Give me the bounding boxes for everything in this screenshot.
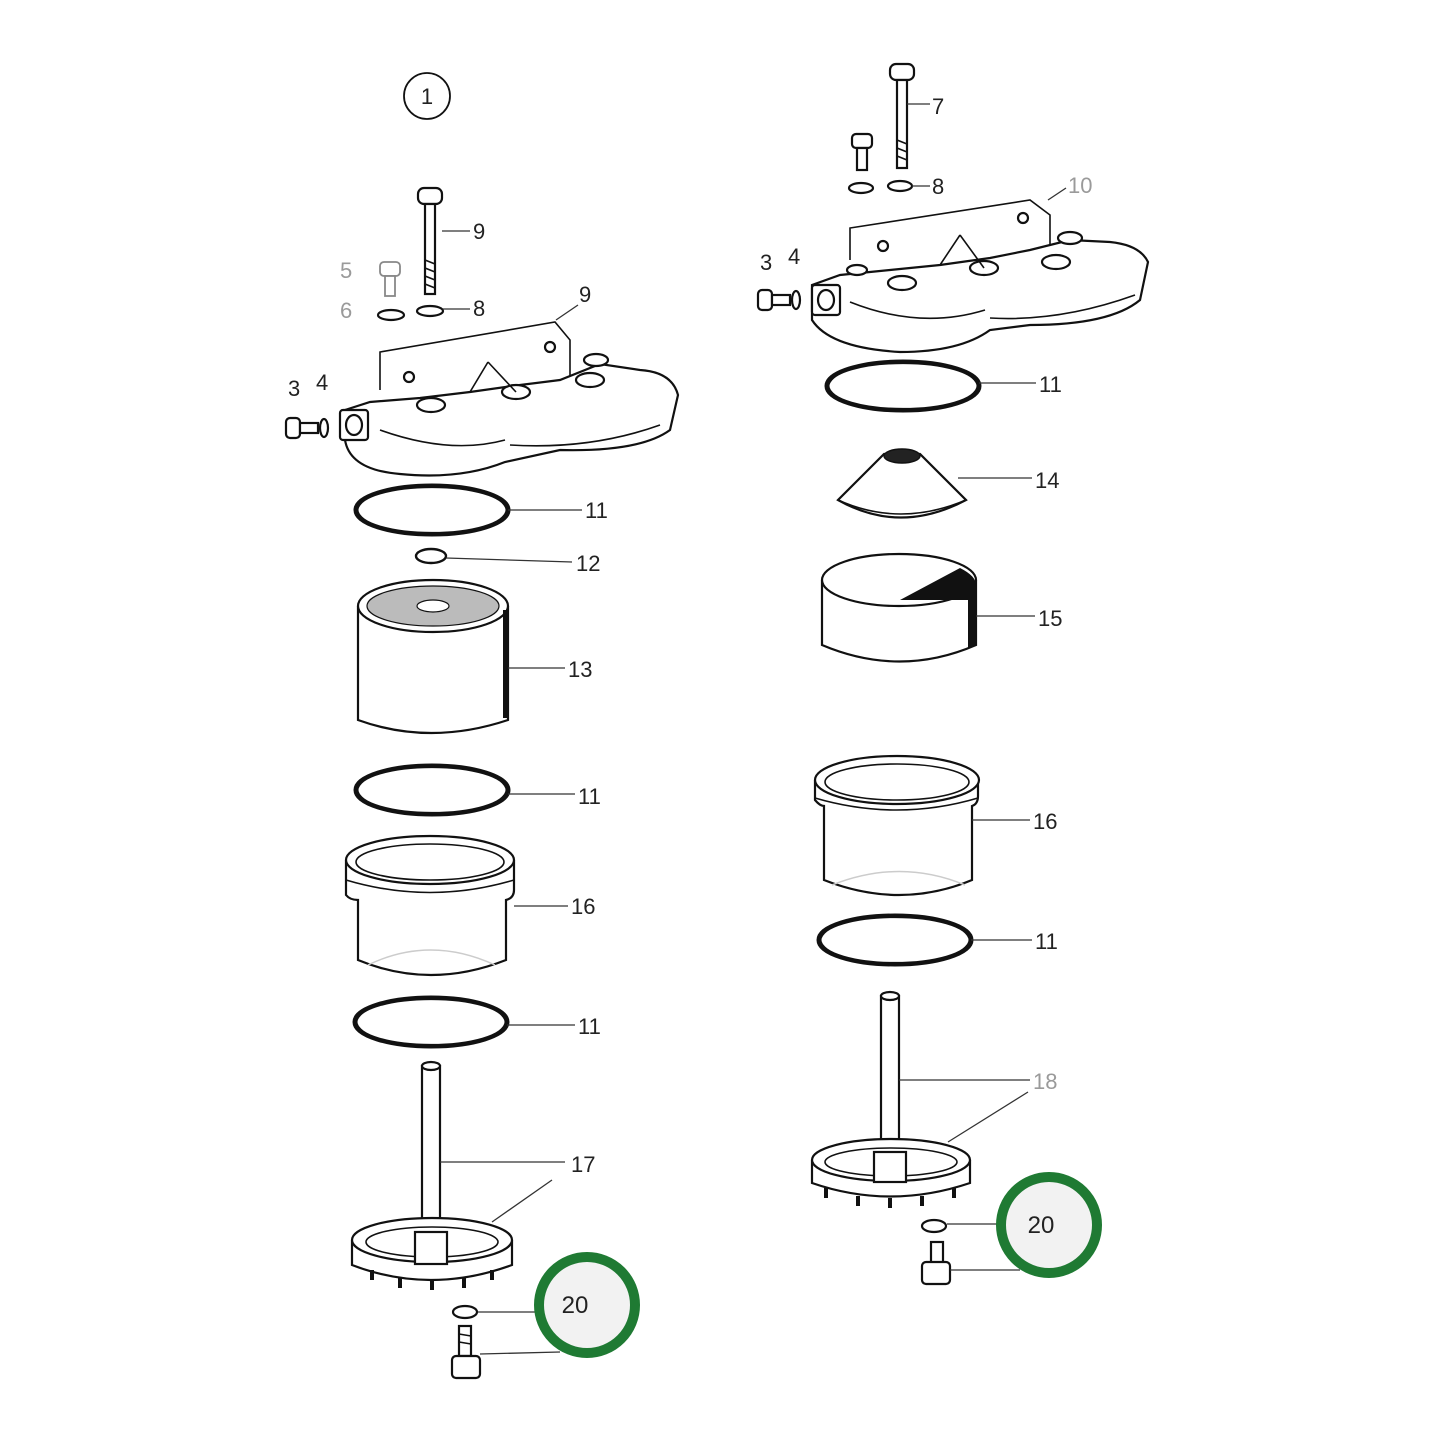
label-left-7: 9 [473,219,485,244]
highlight-circle-20-left: 20 [534,1252,640,1358]
o-ring-part-12 [414,547,448,565]
label-left-16: 16 [571,894,595,919]
filter-head-right [810,199,1150,354]
washer-part-8-right [886,179,914,193]
bleed-screw-part-5 [379,261,401,297]
figure-number-callout: 1 [403,72,451,120]
label-left-4: 4 [316,370,328,395]
label-right-18: 18 [1033,1069,1057,1094]
right-assembly: 7 8 10 [756,62,1150,1286]
label-right-15: 15 [1038,606,1062,631]
label-right-16: 16 [1033,809,1057,834]
label-left-6: 6 [340,298,352,323]
filter-head-left [338,321,680,477]
label-left-5: 5 [340,258,352,283]
washer-part-20-right [920,1218,948,1234]
label-right-14: 14 [1035,468,1059,493]
label-left-17: 17 [571,1152,595,1177]
screw-part-3-right [756,288,792,312]
label-right-7: 7 [932,94,944,119]
label-right-20: 20 [1028,1212,1055,1239]
label-right-3: 3 [760,250,772,275]
filter-element-part-13 [356,578,510,735]
label-left-8: 8 [473,296,485,321]
washer-part-6 [376,308,406,322]
o-ring-part-11 [353,483,511,537]
label-left-20: 20 [562,1292,589,1319]
left-assembly: 9 5 6 8 9 9 [284,186,680,1380]
drain-plug-left [450,1324,482,1380]
o-ring-part-11-second [353,763,511,817]
label-right-11b: 11 [1035,929,1058,954]
o-ring-part-11-right-second [816,913,974,967]
screw-part-3 [284,416,320,440]
label-right-8: 8 [932,174,944,199]
label-left-9-text: 9 [579,282,591,307]
highlight-circle-20-right: 20 [996,1172,1102,1278]
cone-part-14 [836,448,968,519]
bolt-part-7 [416,186,444,296]
cylinder-part-15 [820,552,978,663]
bowl-part-16-right [813,754,981,897]
base-part-17 [350,1060,514,1290]
figure-number: 1 [421,84,433,109]
label-left-3: 3 [288,376,300,401]
bowl-part-16 [344,834,516,977]
label-left-13: 13 [568,657,592,682]
drain-plug-right [920,1240,952,1286]
label-right-4: 4 [788,244,800,269]
label-right-11a: 11 [1039,372,1062,397]
base-part-18 [810,990,972,1208]
washer-part-20-left [451,1304,479,1320]
washer-part-8 [415,304,445,318]
label-left-11b: 11 [578,784,601,809]
o-ring-part-11-right [824,359,982,413]
label-left-11c: 11 [578,1014,601,1039]
bolt-part-7-right [888,62,916,170]
label-left-12: 12 [576,551,600,576]
washer-right-a [847,181,875,195]
washer-part-4-right [790,289,802,311]
label-right-10: 10 [1068,173,1092,198]
label-left-11a: 11 [585,498,608,523]
washer-part-4 [318,417,330,439]
bleed-screw-right [850,132,874,172]
o-ring-part-11-third [352,995,510,1049]
